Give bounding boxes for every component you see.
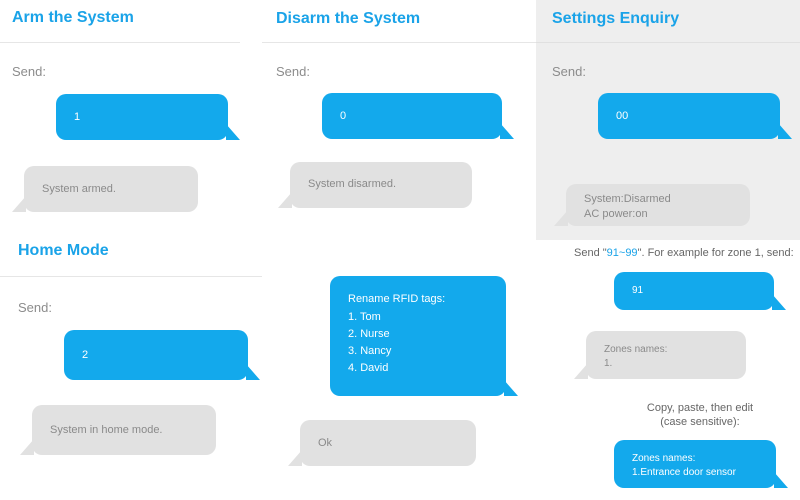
- zones-outgoing-text: 91: [632, 285, 644, 296]
- settings-title: Settings Enquiry: [552, 10, 680, 27]
- arm-reply-text: System armed.: [42, 183, 116, 195]
- settings-reply-bubble: System:Disarmed AC power:on: [554, 184, 750, 226]
- home-outgoing-bubble: 2: [64, 330, 260, 380]
- disarm-title: Disarm the System: [276, 10, 421, 27]
- rfid-heading: Rename RFID tags:: [348, 293, 446, 305]
- zones-outgoing-bubble: 91: [614, 272, 786, 310]
- home-reply-bubble: System in home mode.: [20, 405, 216, 455]
- settings-outgoing-text: 00: [616, 110, 629, 122]
- settings-reply-line-1: System:Disarmed: [584, 193, 671, 205]
- disarm-outgoing-text: 0: [340, 110, 347, 122]
- bubble-tail: [554, 210, 568, 226]
- zones-reply-line-1: Zones names:: [604, 344, 668, 355]
- rfid-outgoing-bubble: Rename RFID tags: 1. Tom 2. Nurse 3. Nan…: [330, 276, 518, 396]
- disarm-reply-bubble: System disarmed.: [278, 162, 472, 208]
- bubble-tail: [278, 192, 292, 208]
- zones-edited-line-2: 1.Entrance door sensor: [632, 467, 736, 478]
- rfid-reply-text: Ok: [318, 437, 333, 449]
- zones-reply-bubble: Zones names: 1.: [574, 331, 746, 379]
- zones-edited-bubble: Zones names: 1.Entrance door sensor: [614, 440, 788, 488]
- arm-divider: [0, 42, 240, 43]
- bubble-tail: [772, 294, 786, 310]
- home-send-label: Send:: [18, 300, 52, 315]
- home-reply-text: System in home mode.: [50, 424, 163, 436]
- zones-reply-line-2: 1.: [604, 358, 613, 369]
- arm-outgoing-bubble: 1: [56, 94, 240, 140]
- settings-send-label: Send:: [552, 64, 586, 79]
- zones-instruction-suffix: ". For example for zone 1, send:: [637, 247, 794, 259]
- arm-reply-bubble: System armed.: [12, 166, 198, 212]
- disarm-outgoing-bubble: 0: [322, 93, 514, 139]
- zones-instruction-range: 91~99: [606, 247, 638, 259]
- settings-reply-line-2: AC power:on: [584, 208, 648, 220]
- rfid-reply-bubble: Ok: [288, 420, 476, 466]
- bubble-tail: [574, 363, 588, 379]
- arm-send-label: Send:: [12, 64, 46, 79]
- settings-outgoing-bubble: 00: [598, 93, 792, 139]
- disarm-send-label: Send:: [276, 64, 310, 79]
- zones-copy-note-line-2: (case sensitive):: [660, 416, 740, 428]
- disarm-divider: [262, 42, 536, 43]
- rfid-name-3: 3. Nancy: [348, 345, 392, 357]
- home-title: Home Mode: [18, 242, 109, 259]
- bubble-tail: [288, 450, 302, 466]
- zones-instruction: Send "91~99". For example for zone 1, se…: [574, 246, 794, 260]
- bubble-tail: [226, 124, 240, 140]
- rfid-name-1: 1. Tom: [348, 311, 381, 323]
- bubble-tail: [500, 123, 514, 139]
- zones-copy-note: Copy, paste, then edit (case sensitive):: [630, 401, 770, 429]
- bubble-tail: [12, 196, 26, 212]
- bubble-tail: [778, 123, 792, 139]
- zones-instruction-prefix: Send ": [574, 247, 607, 259]
- arm-outgoing-text: 1: [74, 111, 81, 123]
- zones-edited-line-1: Zones names:: [632, 453, 696, 464]
- bubble-tail: [246, 364, 260, 380]
- rfid-name-4: 4. David: [348, 362, 389, 374]
- home-outgoing-text: 2: [82, 349, 89, 361]
- disarm-reply-text: System disarmed.: [308, 178, 397, 190]
- arm-title: Arm the System: [12, 9, 134, 26]
- bubble-tail: [774, 472, 788, 488]
- settings-divider: [536, 42, 800, 43]
- zones-copy-note-line-1: Copy, paste, then edit: [646, 402, 754, 414]
- bubble-tail: [20, 439, 34, 455]
- home-divider: [0, 276, 262, 277]
- bubble-tail: [504, 380, 518, 396]
- rfid-name-2: 2. Nurse: [348, 328, 390, 340]
